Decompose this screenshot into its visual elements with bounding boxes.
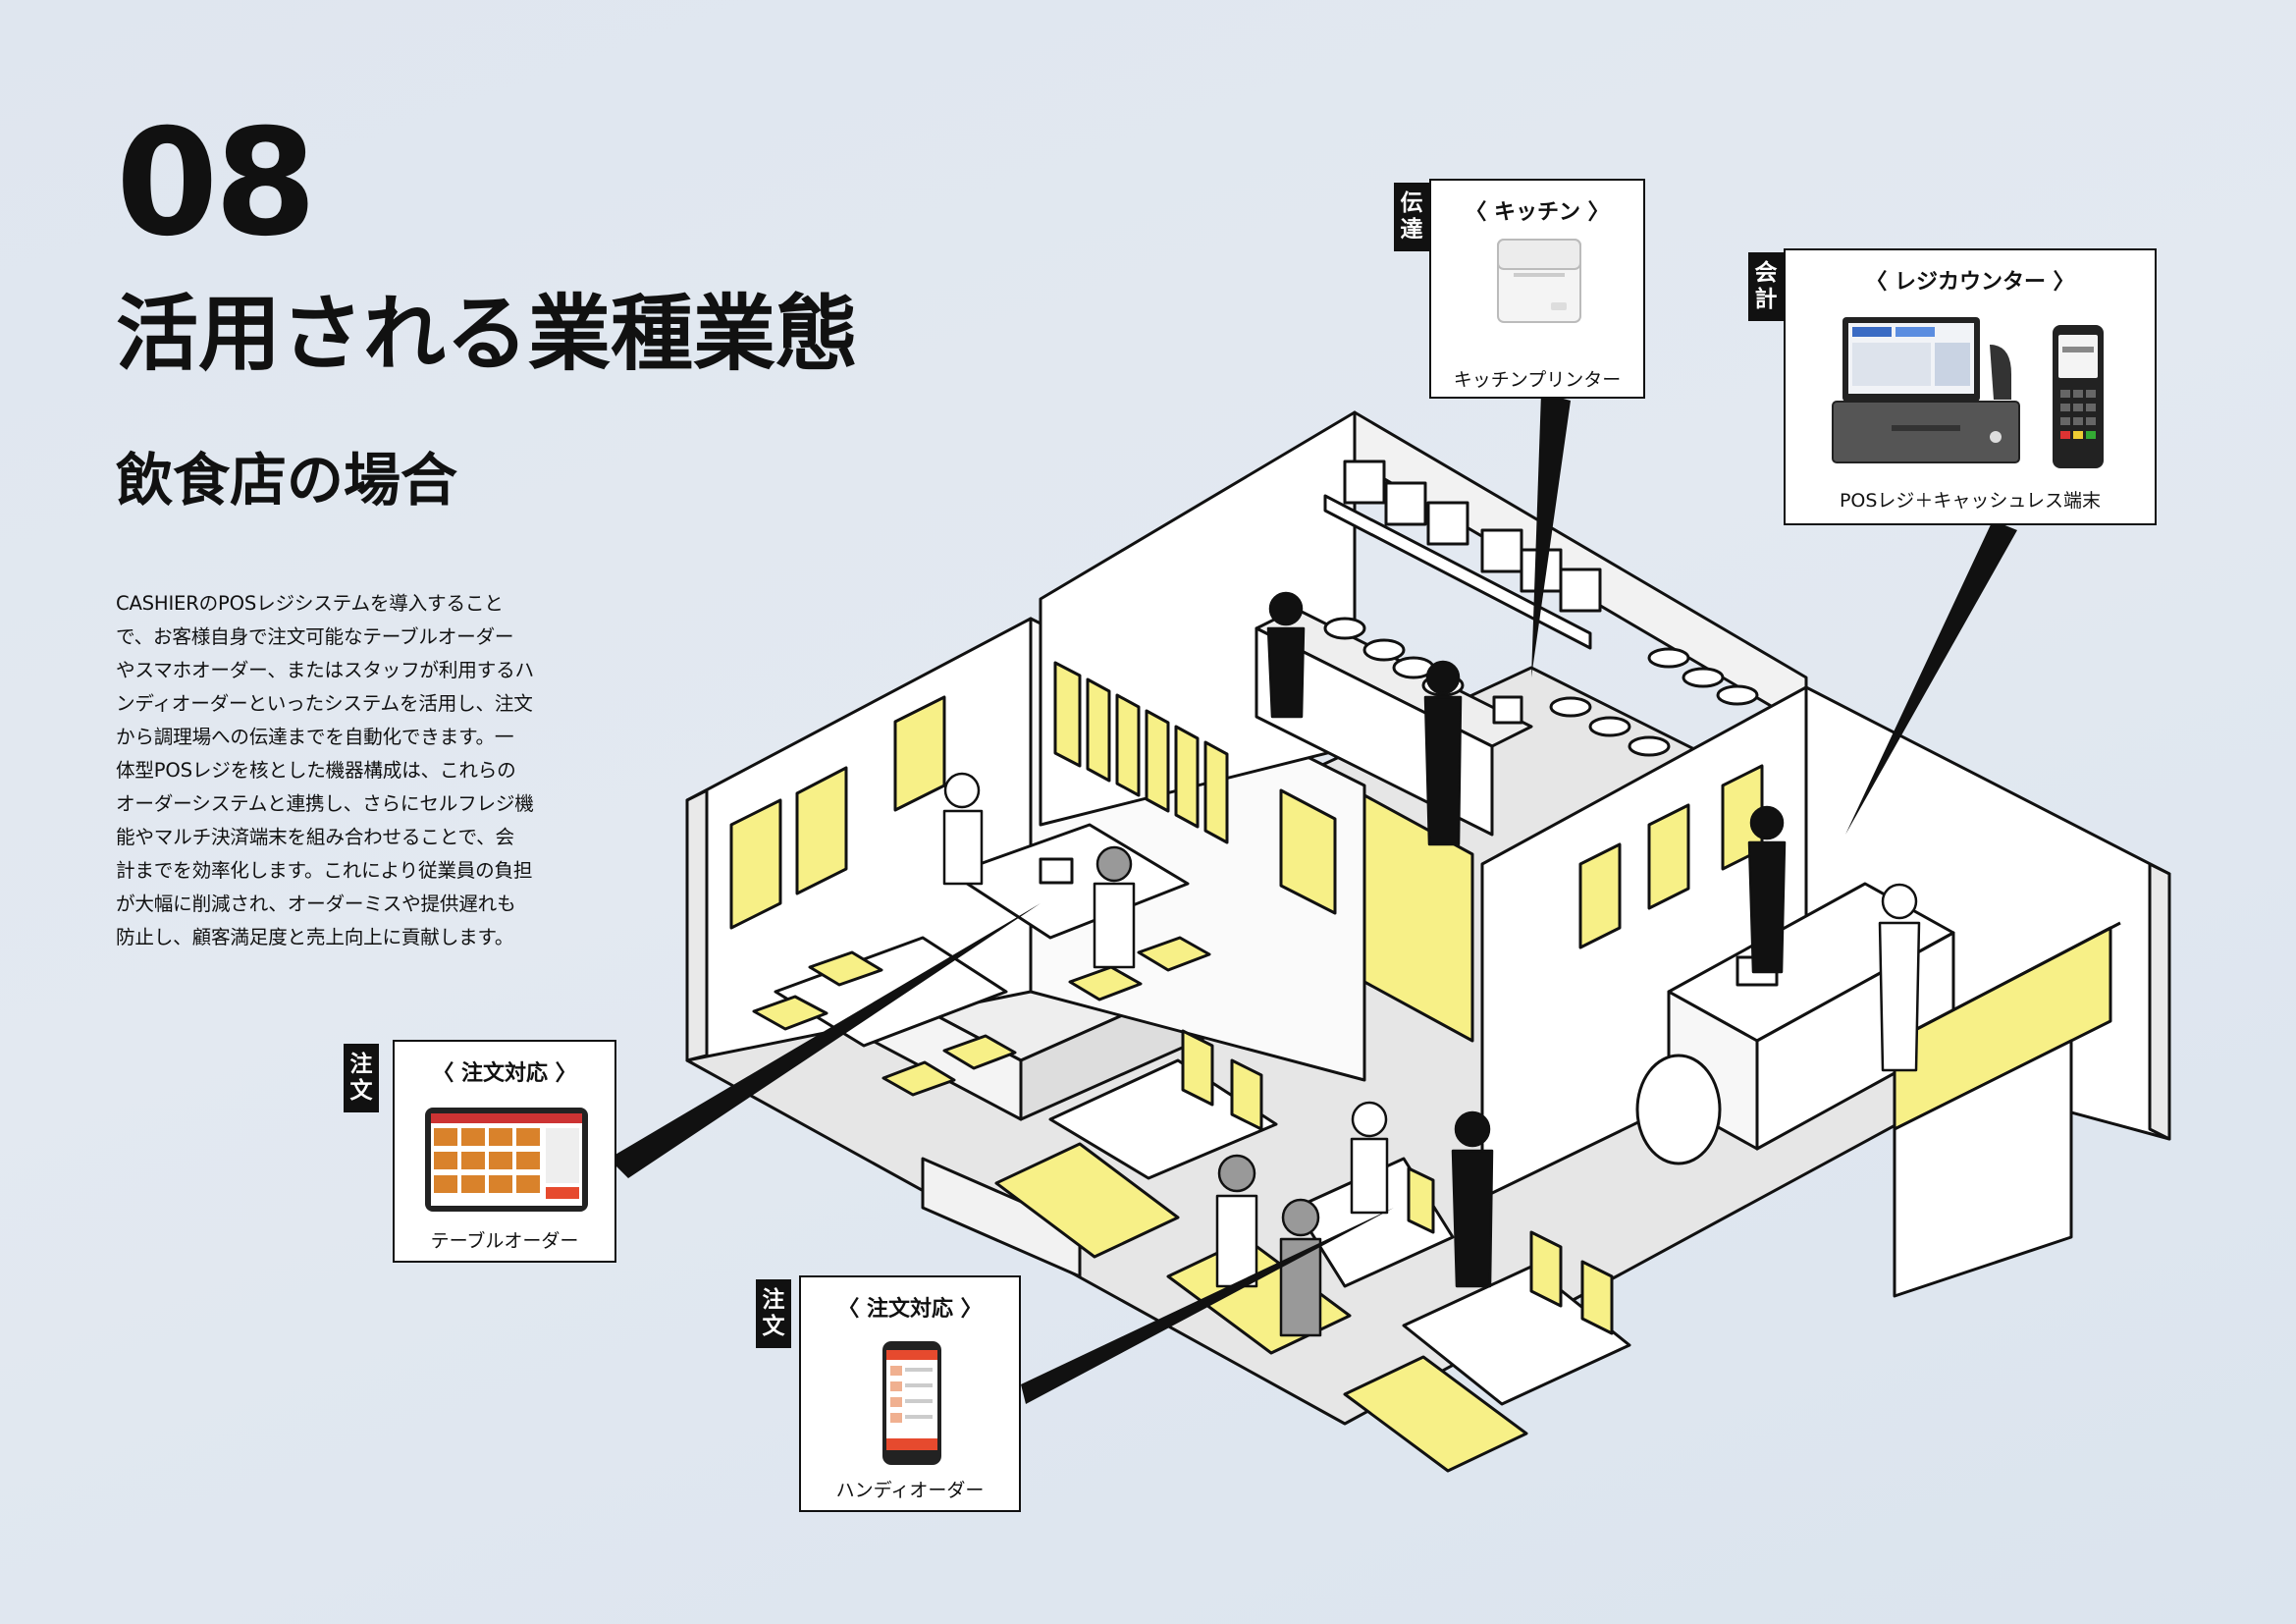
table-3 [1048,1058,1278,1180]
dish-stacks [1549,647,1759,757]
callout-box: 〈 キッチン 〉 キッチンプリンター [1429,179,1645,399]
page-title: 活用される業種業態 [116,286,859,382]
callout-box: 〈 注文対応 〉 ハンディオーダー [799,1275,1021,1512]
description-line: 計までを効率化します。これにより従業員の負担 [116,859,533,882]
callout-box: 〈 注文対応 〉 テーブルオーダー [393,1040,616,1263]
callout-box: 〈 レジカウンター 〉 POSレジ＋キャッシュレス端末 [1784,248,2157,525]
callout-heading: 〈 レジカウンター 〉 [1865,270,2075,295]
callout-caption: POSレジ＋キャッシュレス端末 [1839,490,2102,512]
callout-caption: ハンディオーダー [835,1480,985,1501]
handy-order-phone-icon [882,1341,941,1465]
callout-pointers [609,393,2017,1404]
printer-small [1492,695,1523,725]
chair-backs [1181,1029,1614,1335]
description-line: やスマホオーダー、またはスタッフが利用するハ [116,659,534,681]
callout-tag: 注文 [756,1279,791,1348]
table-order-tablet-icon [425,1108,588,1212]
description-line: 防止し、顧客満足度と売上向上に貢献します。 [116,926,514,948]
description-line: 能やマルチ決済端末を組み合わせることで、会 [116,826,514,848]
payment-terminal-icon [2053,325,2104,468]
section-number: 08 [116,98,317,269]
kitchen-printer-icon [1497,239,1581,323]
description-text: CASHIERのPOSレジシステムを導入すること で、お客様自身で注文可能なテー… [116,587,534,954]
callout-heading: 〈 キッチン 〉 [1465,200,1610,225]
callout-caption: キッチンプリンター [1453,369,1622,391]
description-line: 体型POSレジを核とした機器構成は、これらの [116,759,516,782]
callout-tag: 伝達 [1394,183,1429,251]
description-line: で、お客様自身で注文可能なテーブルオーダー [116,625,514,648]
description-line: ンディオーダーといったシステムを活用し、注文 [116,692,533,715]
description-line: が大幅に削減され、オーダーミスや提供遅れも [116,893,516,915]
callout-caption: テーブルオーダー [430,1230,579,1252]
ceramic-pot [1635,1054,1722,1165]
benches [994,1142,1528,1473]
table-tablet [1039,857,1074,885]
callout-heading: 〈 注文対応 〉 [837,1297,983,1322]
description-line: から調理場への伝達までを自動化できます。一 [116,726,514,748]
people [942,591,1921,1337]
description-line: CASHIERのPOSレジシステムを導入すること [116,592,504,615]
callout-heading: 〈 注文対応 〉 [432,1061,577,1086]
description-line: オーダーシステムと連携し、さらにセルフレジ機 [116,792,534,815]
menu-posters [729,661,1764,949]
cushions [752,936,1211,1097]
callout-tag: 注文 [344,1044,379,1112]
pos-register-icon [1832,317,2020,463]
callout-tag: 会計 [1748,252,1784,321]
page-subtitle: 飲食店の場合 [116,447,458,514]
